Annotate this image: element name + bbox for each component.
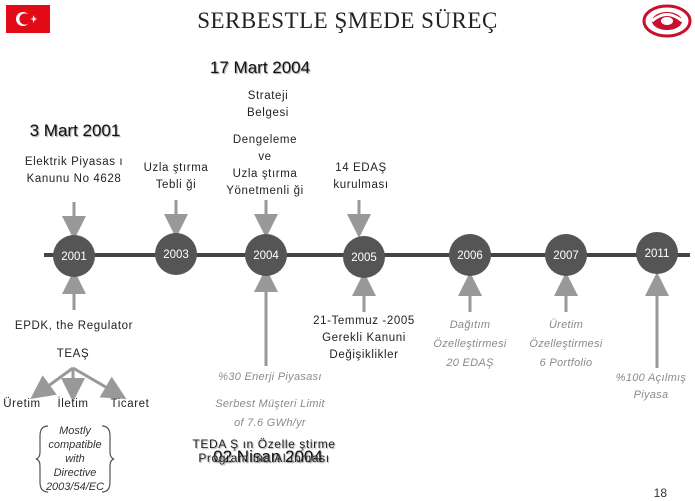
edas-line2: kurulması <box>333 179 389 191</box>
acilmis-line1: %100 Açılmış <box>615 372 687 384</box>
timeline-node-2001 <box>53 235 95 277</box>
compat-label: Mostly compatible with Directive 2003/54… <box>34 424 116 494</box>
timeline-year-2001: 2001 <box>61 251 87 263</box>
dagitim-line2: Özelleştirmesi <box>433 338 507 350</box>
dagitim-line1: Dağıtım <box>449 319 491 331</box>
teda-label: TEDA Ş ın Özelle ştirme Program ına Al ı… <box>184 436 344 467</box>
arrow-teas-uretim <box>30 366 74 400</box>
date-2004-strategy: 17 Mart 2004 <box>209 58 311 77</box>
page-number: 18 <box>653 486 667 500</box>
timeline-year-2011: 2011 <box>645 248 670 260</box>
timeline-year-2006: 2006 <box>457 250 483 262</box>
dagitim-label: Dağıtım Özelleştirmesi 20 EDAŞ <box>420 316 520 373</box>
timeline-node-2004 <box>245 234 287 276</box>
organization-logo-icon <box>642 4 692 38</box>
date-2004-teda: 02 Nisan 2004 <box>213 447 323 466</box>
arrow-teas-ticaret <box>72 366 127 400</box>
acilmis-line2: Piyasa <box>633 389 669 401</box>
dagitim-line3: 20 EDAŞ <box>446 357 494 369</box>
compat-line1: Mostly <box>59 425 91 437</box>
limit-line1: %30 Enerji Piyasası <box>218 371 322 383</box>
timeline-year-2007: 2007 <box>553 250 579 262</box>
denge-line1: Dengeleme <box>232 134 298 146</box>
timeline-year-2004: 2004 <box>253 250 279 262</box>
uretim-ozel-line1: Üretim <box>548 319 584 331</box>
turkish-flag-icon <box>6 5 50 33</box>
temmuz-line1: 21-Temmuz -2005 <box>313 315 415 327</box>
strateji-label: Strateji Belgesi <box>218 88 318 122</box>
edas-label: 14 EDAŞ kurulması <box>316 160 406 194</box>
limit-line3: of 7.6 GWh/yr <box>234 417 306 429</box>
uretim-ozel-label: Üretim Özelleştirmesi 6 Portfolio <box>516 316 616 373</box>
strateji-line2: Belgesi <box>247 107 289 119</box>
denge-line4: Yönetmenli ği <box>226 185 304 197</box>
timeline-year-2003: 2003 <box>163 249 189 261</box>
teas-uretim-label: Üretim <box>3 398 41 410</box>
epdk-label: EPDK, the Regulator <box>14 320 134 332</box>
temmuz-label: 21-Temmuz -2005 Gerekli Kanuni Değişikli… <box>302 313 426 364</box>
timeline-node-2003 <box>155 233 197 275</box>
temmuz-line2: Gerekli Kanuni <box>322 332 406 344</box>
teblig-line1: Uzla ştırma <box>143 162 209 174</box>
uretim-ozel-line3: 6 Portfolio <box>539 357 593 369</box>
uretim-ozel-line2: Özelleştirmesi <box>529 338 603 350</box>
teblig-line2: Tebli ği <box>155 179 197 191</box>
timeline-node-2006 <box>449 234 491 276</box>
timeline-node-2005 <box>343 236 385 278</box>
compat-line4: Directive <box>53 467 97 479</box>
teda-line1: TEDA Ş ın Özelle ştirme <box>192 437 336 451</box>
timeline-year-2005: 2005 <box>351 252 377 264</box>
denge-label: Dengeleme ve Uzla ştırma Yönetmenli ği <box>210 132 320 200</box>
limit-label: %30 Enerji Piyasası Serbest Müşteri Limi… <box>190 368 350 433</box>
compat-brace <box>35 425 115 493</box>
timeline-node-2007 <box>545 234 587 276</box>
date-2001: 3 Mart 2001 <box>29 121 121 140</box>
law-line1: Elektrik Piyasas ı <box>24 156 124 168</box>
teas-iletim-label: İletim <box>57 398 89 410</box>
page-title: SERBESTLE ŞMEDE SÜREÇ <box>197 8 498 33</box>
teas-label: TEAŞ <box>56 348 90 360</box>
strateji-line1: Strateji <box>247 90 289 102</box>
law-line2: Kanunu No 4628 <box>26 173 122 185</box>
compat-line5: 2003/54/EC <box>45 481 105 493</box>
limit-line2: Serbest Müşteri Limit <box>215 398 325 410</box>
teblig-label: Uzla ştırma Tebli ği <box>128 160 224 194</box>
denge-line2: ve <box>258 151 272 163</box>
timeline-node-2011 <box>636 232 678 274</box>
compat-line3: with <box>65 453 85 465</box>
temmuz-line3: Değişiklikler <box>329 349 399 361</box>
law-label: Elektrik Piyasas ı Kanunu No 4628 <box>4 154 144 188</box>
edas-line1: 14 EDAŞ <box>335 162 387 174</box>
denge-line3: Uzla ştırma <box>232 168 298 180</box>
compat-line2: compatible <box>48 439 102 451</box>
teas-ticaret-label: Ticaret <box>110 398 150 410</box>
teda-line2: Program ına Al ınması <box>198 451 330 465</box>
acilmis-label: %100 Açılmış Piyasa <box>606 370 695 404</box>
